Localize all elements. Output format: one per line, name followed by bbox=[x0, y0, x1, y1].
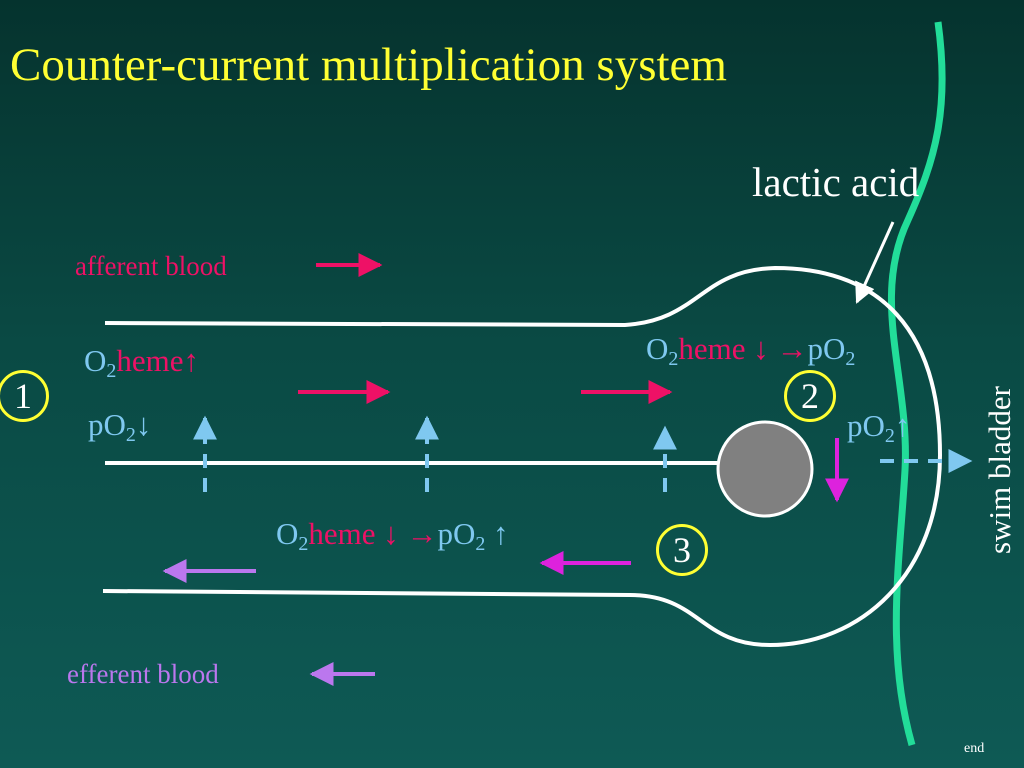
left-po2-equation: pO2↓ bbox=[88, 407, 152, 446]
vessel-outline bbox=[102, 265, 943, 648]
efferent-blood-label: efferent blood bbox=[67, 659, 219, 689]
gas-gland bbox=[716, 420, 814, 518]
bottom-heme-equation: O2heme ↓ →pO2 ↑ bbox=[276, 516, 509, 555]
marker-3: 3 bbox=[656, 524, 708, 576]
right-po2-equation: pO2↑ bbox=[847, 408, 911, 447]
end-link[interactable]: end bbox=[964, 741, 985, 756]
lactic-acid-label: lactic acid bbox=[752, 159, 920, 205]
slide-title: Counter-current multiplication system bbox=[10, 39, 727, 91]
swim-bladder-wall bbox=[888, 21, 946, 746]
swim-bladder-label: swim bladder bbox=[982, 386, 1017, 554]
top-right-heme-equation: O2heme ↓ →pO2 bbox=[646, 331, 856, 370]
marker-2: 2 bbox=[784, 370, 836, 422]
afferent-blood-label: afferent blood bbox=[75, 251, 227, 281]
left-heme-equation: O2heme↑ bbox=[84, 343, 200, 382]
marker-1: 1 bbox=[0, 370, 49, 422]
lactic-acid-arrow bbox=[855, 221, 895, 304]
